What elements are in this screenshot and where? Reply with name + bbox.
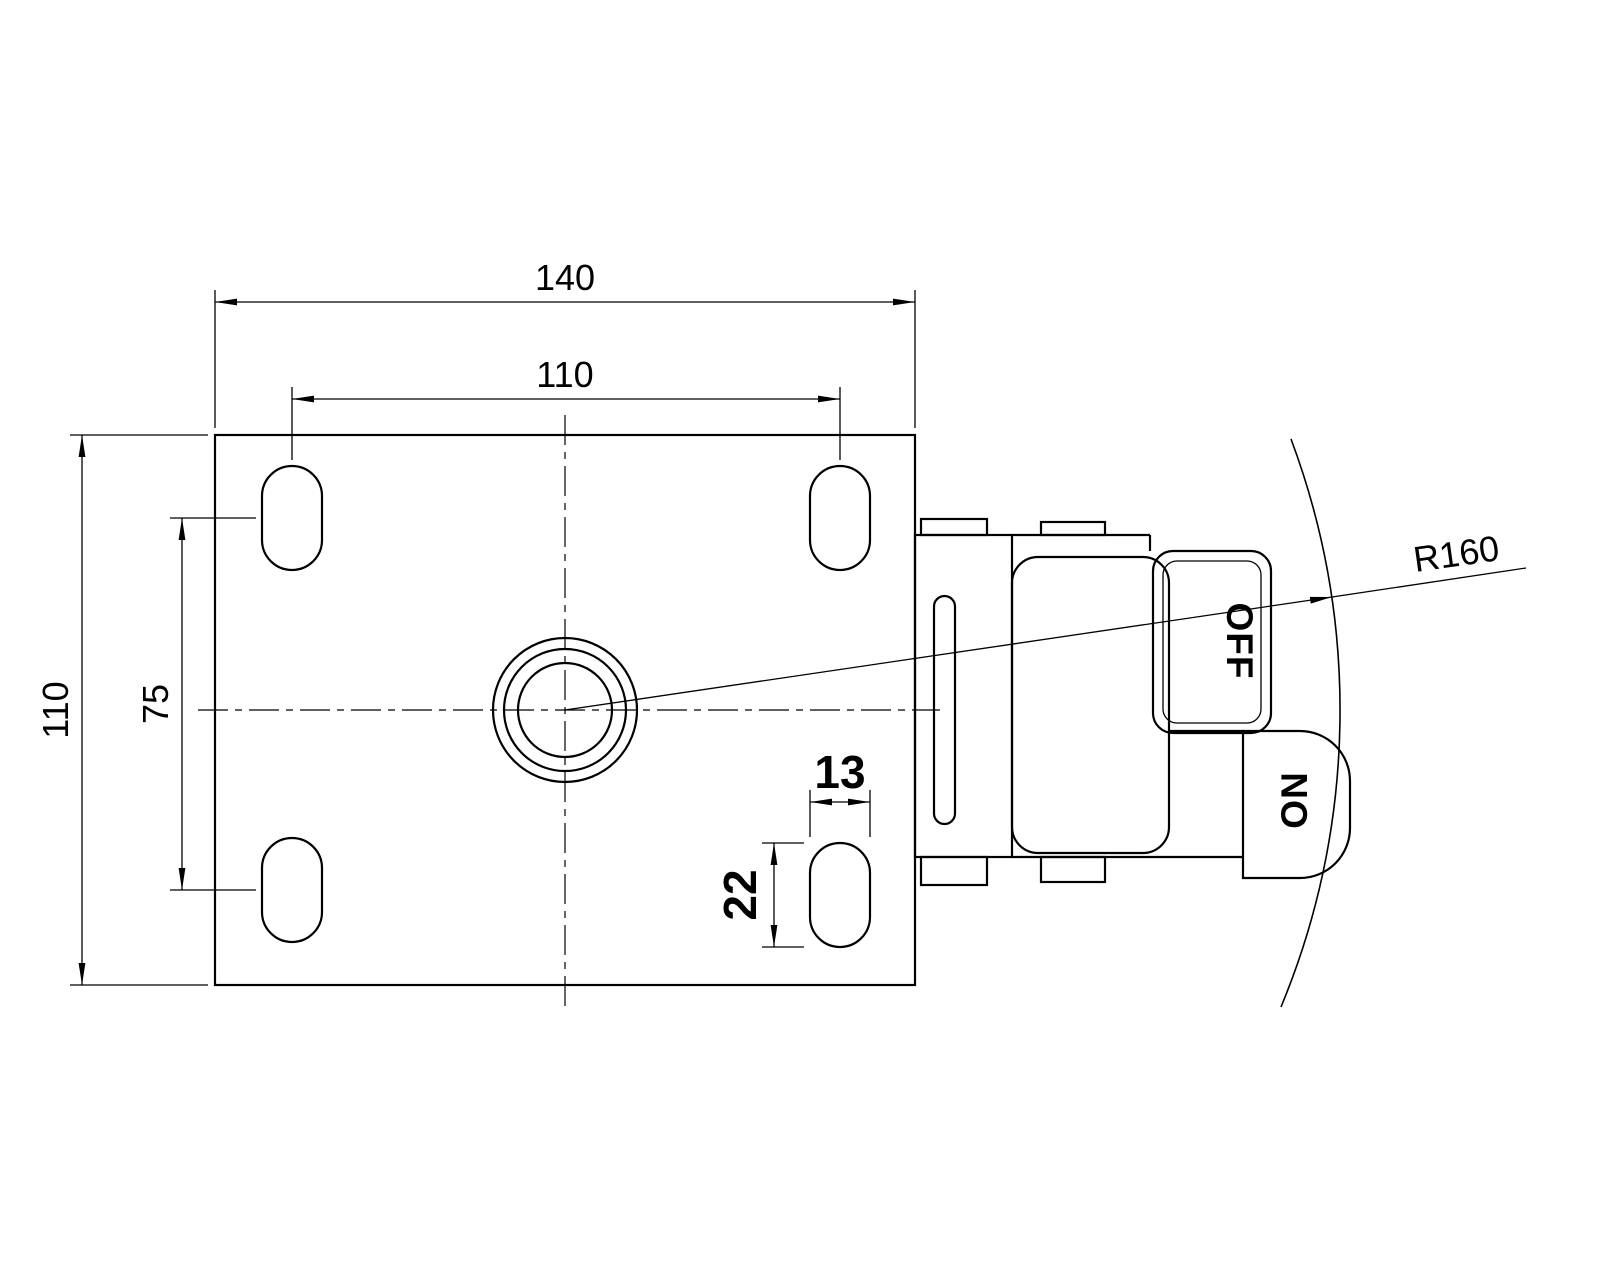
brake-pedal-on [1241,729,1352,880]
dim-hole-spacing-vertical: 75 [135,517,256,891]
dim-slot-length: 22 [714,842,804,948]
center-hole-inner-circle [516,661,614,759]
pedal-off-label: OFF [1219,603,1260,680]
fork-leg [1010,555,1171,855]
dim-slot-width: 13 [809,746,871,837]
radius-dim-text: R160 [1411,527,1502,580]
mounting-slot-top-right [808,464,872,572]
dim-text-slot-width: 13 [814,746,865,798]
center-hole-middle-circle [502,647,628,773]
radius-leader-extension [1331,567,1527,598]
dim-text-plate-width: 140 [535,257,595,298]
dim-text-hole-spacing-horizontal: 110 [536,354,593,395]
dim-hole-spacing-horizontal: 110 [291,354,841,460]
radius-leader-line [564,596,1333,711]
dim-plate-depth: 110 [35,434,208,986]
swivel-radius-arc [1280,438,1341,1008]
housing-slot [932,594,957,826]
center-hole-outer-circle [491,636,639,784]
dim-text-plate-depth: 110 [35,681,76,738]
bottom-mount-tab-2 [1039,855,1107,884]
side-view-brake-assembly: OFF ON [913,517,1352,887]
mounting-slot-bottom-right [808,841,872,949]
top-mount-tab-1 [919,517,989,537]
dim-text-slot-length: 22 [714,869,766,920]
bottom-mount-tab-1 [919,855,989,887]
dim-plate-width: 140 [214,257,916,428]
mounting-slot-bottom-left [260,836,324,944]
brake-pedal-off-inner [1162,560,1262,724]
brake-pedal-off [1151,549,1273,735]
top-mount-tab-2 [1039,520,1107,537]
pedal-on-label: ON [1274,771,1315,829]
mounting-slot-top-left [260,464,324,572]
dim-text-hole-spacing-vertical: 75 [135,684,176,724]
swivel-housing [913,533,1014,859]
